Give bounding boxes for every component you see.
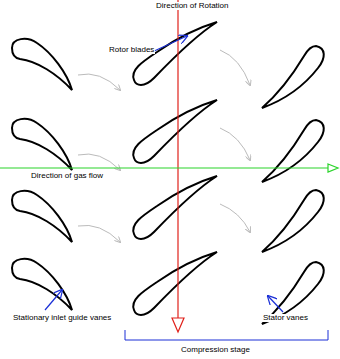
rotation-arrowhead [172, 318, 184, 332]
label: Stationary inlet guide vanes [12, 314, 112, 322]
label: Compression stage [180, 346, 251, 354]
label: Direction of gas flow [30, 172, 104, 180]
rotation-line [177, 0, 178, 318]
gas-flow-arrowhead [328, 164, 338, 172]
label: Direction of Rotation [155, 2, 229, 10]
gas-flow-line [0, 167, 328, 168]
stator-vanes [262, 46, 324, 324]
flow-arrows [78, 50, 250, 242]
label: Rotor blades [108, 46, 155, 54]
stage-bracket [125, 330, 328, 340]
label: Stator vanes [262, 314, 309, 322]
